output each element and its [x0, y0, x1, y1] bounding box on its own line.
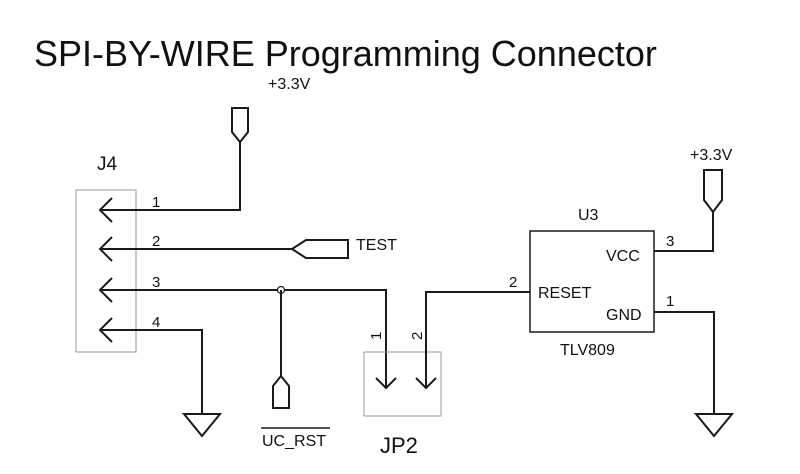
jumper-jp2-ref: JP2 [380, 433, 418, 458]
net-label-test: TEST [356, 237, 397, 254]
power-port-j4-icon [231, 107, 249, 144]
ic-u3-vcc-pin-number: 3 [666, 233, 674, 250]
power-label-j4: +3.3V [268, 76, 311, 93]
ic-u3-gnd-pin: GND [606, 307, 642, 324]
wire-j4-pin3-jp2 [100, 289, 387, 388]
wire-u3-vcc [654, 212, 714, 252]
jp2-pin1-number: 1 [368, 332, 385, 340]
wire-j4-pin1-supply [100, 142, 241, 211]
net-port-uc-rst-icon [272, 374, 290, 409]
ic-u3-gnd-pin-number: 1 [666, 293, 674, 310]
ic-u3-reset-pin: RESET [538, 285, 592, 302]
ground-u3-icon [693, 413, 735, 438]
connector-j4-body [75, 189, 137, 353]
j4-pin2-number: 2 [152, 233, 160, 250]
j4-pin4-number: 4 [152, 314, 160, 331]
wire-j4-pin4-gnd [100, 329, 203, 414]
wire-jp2-reset [425, 291, 530, 388]
ground-j4-icon [181, 413, 223, 438]
j4-pin3-number: 3 [152, 274, 160, 291]
diagram-title: SPI-BY-WIRE Programming Connector [34, 33, 657, 74]
jp2-pin1-arrow-icon [375, 377, 397, 390]
power-label-u3: +3.3V [690, 147, 733, 164]
ic-u3-part: TLV809 [560, 342, 615, 359]
ic-u3-vcc-pin: VCC [606, 248, 640, 265]
ic-u3-body [529, 230, 655, 333]
ic-u3-ref: U3 [578, 207, 599, 224]
j4-pin1-number: 1 [152, 194, 160, 211]
ic-u3-reset-pin-number: 2 [509, 274, 517, 291]
connector-j4-ref: J4 [97, 154, 118, 175]
jp2-pin2-number: 2 [409, 332, 426, 340]
jumper-jp2-body [363, 351, 442, 417]
power-port-u3-icon [703, 169, 723, 214]
wire-u3-gnd [654, 311, 715, 414]
net-port-test-icon [290, 239, 349, 259]
net-label-uc-rst: UC_RST [262, 433, 326, 450]
